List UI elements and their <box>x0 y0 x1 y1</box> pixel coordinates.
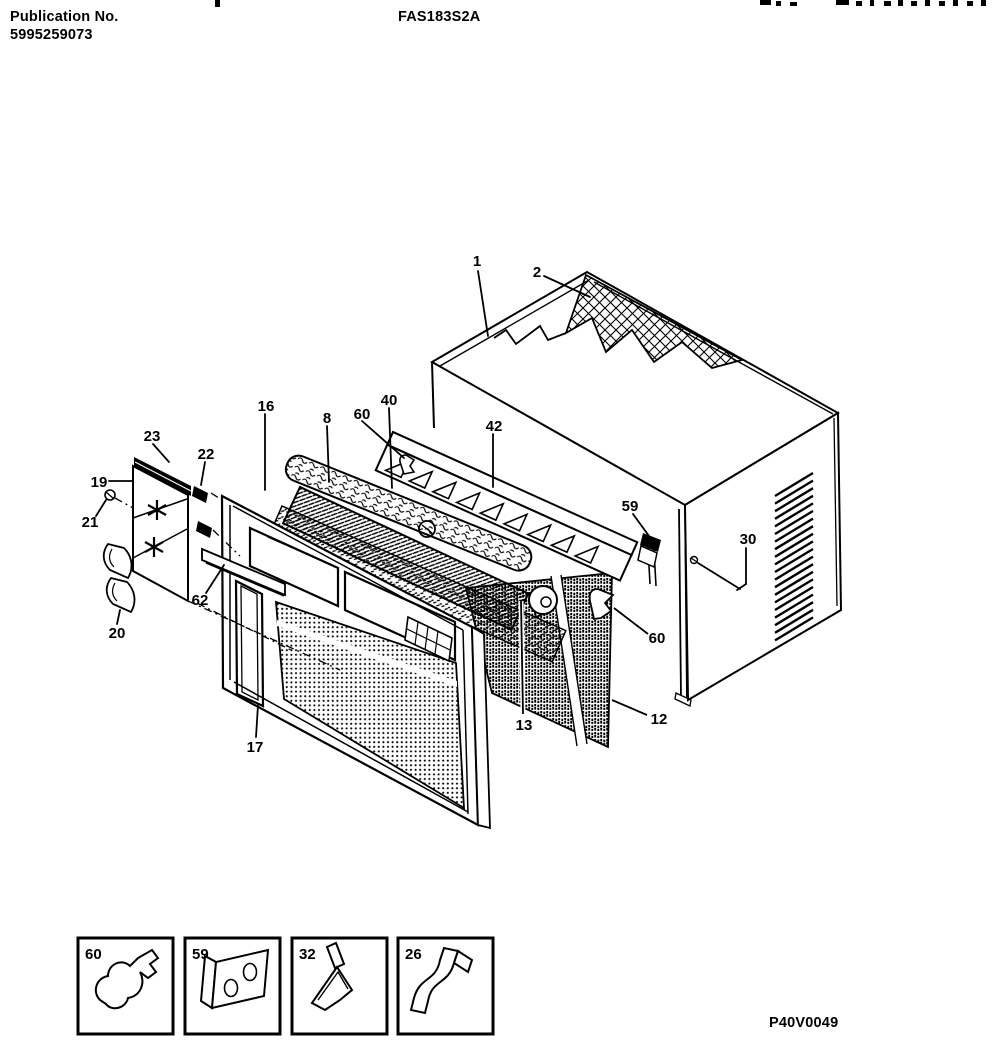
control-panel-19 <box>132 464 189 603</box>
inset-label-60: 60 <box>85 946 102 963</box>
drawing-code: P40V0049 <box>769 1015 838 1031</box>
callout-21: 21 <box>82 514 99 531</box>
assembly-axis-lines <box>114 492 341 671</box>
callout-labels: 1 2 42 59 30 16 8 60 40 23 22 19 21 20 6… <box>82 253 757 756</box>
callout-12: 12 <box>651 711 668 728</box>
model-number: FAS183S2A <box>398 9 481 25</box>
callout-17: 17 <box>247 739 264 756</box>
snowflake-icon <box>144 500 167 557</box>
publication-label: Publication No. <box>10 9 119 25</box>
callout-59: 59 <box>622 498 639 515</box>
screw-30 <box>689 555 699 565</box>
front-frame <box>220 494 491 830</box>
callout-16: 16 <box>258 398 275 415</box>
callout-60-filter: 60 <box>649 630 666 647</box>
callout-8: 8 <box>323 410 331 427</box>
publication-number: 5995259073 <box>10 27 93 43</box>
callout-40: 40 <box>381 392 398 409</box>
cabinet-shell <box>429 270 843 707</box>
seal-bar <box>284 454 533 572</box>
inset-label-26: 26 <box>405 946 422 963</box>
control-block <box>404 615 453 663</box>
callout-42: 42 <box>486 418 503 435</box>
seal-26-shape <box>409 946 474 1015</box>
leader-lines <box>95 270 747 738</box>
side-louvers <box>774 471 814 642</box>
control-panel-group <box>102 457 341 671</box>
inset-box-60: 60 <box>76 936 175 1036</box>
inset-label-32: 32 <box>299 946 316 963</box>
inset-box-26: 26 <box>396 936 495 1036</box>
bracket-32-shape <box>310 941 354 1012</box>
callout-22: 22 <box>198 446 215 463</box>
callout-2: 2 <box>533 264 541 281</box>
screw-21 <box>104 489 116 501</box>
inset-box-59: 59 <box>183 936 282 1036</box>
callout-1: 1 <box>473 253 481 270</box>
callout-20: 20 <box>109 625 126 642</box>
clips-22 <box>192 486 212 538</box>
inset-box-32: 32 <box>290 936 389 1036</box>
callout-30: 30 <box>740 531 757 548</box>
condenser-mesh <box>564 273 745 369</box>
top-right-clipped-text-fragment <box>215 0 986 7</box>
cased-leader-lines <box>518 600 650 718</box>
brackets-20 <box>102 542 136 614</box>
callout-62: 62 <box>192 592 209 609</box>
inset-part-boxes: 60 59 32 26 <box>76 936 495 1036</box>
callout-23: 23 <box>144 428 161 445</box>
header: Publication No. 5995259073 FAS183S2A <box>10 0 986 43</box>
bracket-59-shape <box>199 948 270 1010</box>
clip-60-shape <box>94 948 160 1010</box>
clip-59 <box>637 533 661 569</box>
vent-shutter-bar <box>374 430 661 587</box>
front-grille <box>274 600 465 810</box>
callout-19: 19 <box>91 474 108 491</box>
callout-60-top: 60 <box>354 406 371 423</box>
callout-13: 13 <box>516 717 533 734</box>
mounting-rail-62 <box>201 547 286 597</box>
